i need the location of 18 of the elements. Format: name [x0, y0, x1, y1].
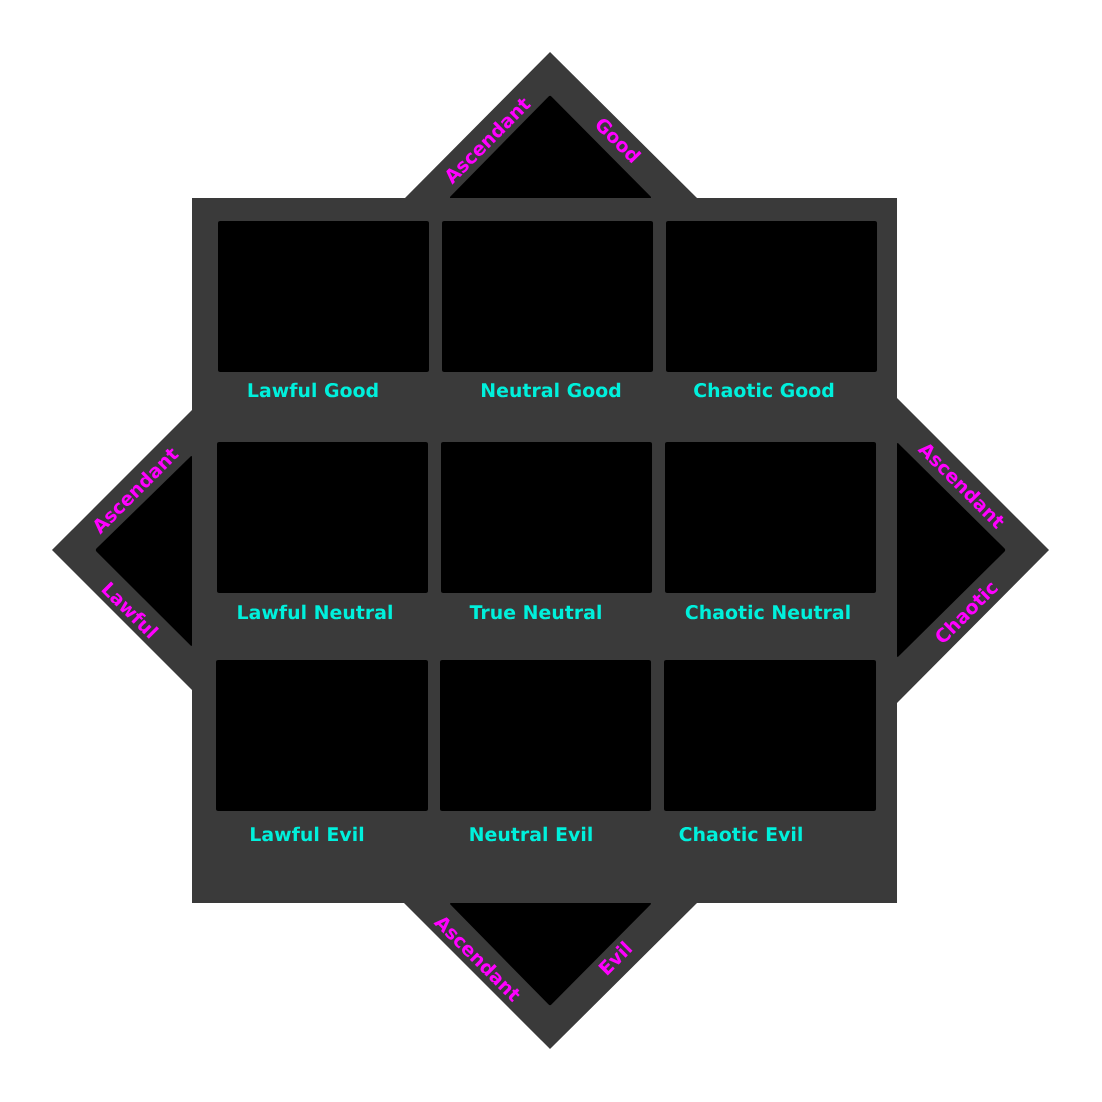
- node-label: Lawful Good: [248, 382, 378, 398]
- alignment-panel: Chaotic Neutral: [665, 442, 876, 620]
- node-label: True Neutral: [469, 604, 601, 620]
- node-label: Chaotic Good: [694, 382, 834, 398]
- node-label: Lawful Evil: [251, 826, 364, 842]
- alignment-panel: Lawful Neutral: [217, 442, 428, 620]
- node-label: Neutral Evil: [470, 826, 592, 842]
- alignment-panel: Lawful Good: [218, 221, 429, 398]
- alignment-panel: Neutral Evil: [440, 660, 651, 842]
- alignment-panel: True Neutral: [441, 442, 652, 620]
- node-label: Chaotic Neutral: [685, 604, 850, 620]
- alignment-panel: Chaotic Good: [666, 221, 877, 398]
- node-label: Chaotic Evil: [679, 826, 802, 842]
- alignment-panel: Neutral Good: [442, 221, 653, 398]
- node-label: Lawful Neutral: [238, 604, 392, 620]
- node-label: Neutral Good: [481, 382, 621, 398]
- alignment-panel: Chaotic Evil: [664, 660, 876, 842]
- alignment-panel: Lawful Evil: [216, 660, 428, 842]
